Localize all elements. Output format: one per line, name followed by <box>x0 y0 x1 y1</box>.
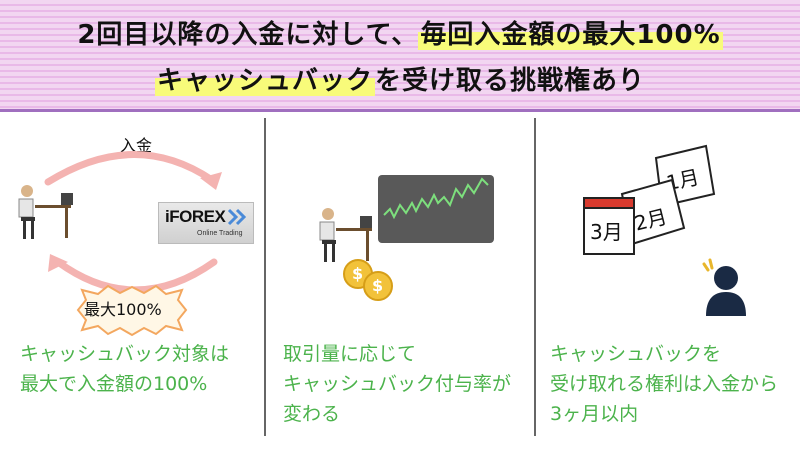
coin-symbol-2: $ <box>372 276 384 295</box>
person-silhouette-icon <box>702 258 746 316</box>
deposit-arrow-icon <box>44 151 216 186</box>
person-at-desk-icon-2 <box>319 208 372 262</box>
header-line-2-highlight: キャッシュバック <box>154 66 375 96</box>
stock-chart-icon <box>378 175 494 243</box>
panel1-caption-line2: 最大で入金額の100% <box>20 373 208 395</box>
header-banner: 2回目以降の入金に対して、毎回入金額の最大100% キャッシュバックを受け取る挑… <box>0 0 800 112</box>
deposit-arrow-head <box>200 172 222 190</box>
column-divider-left <box>264 118 266 436</box>
coin-icon <box>343 259 393 301</box>
badge-max-text: 最大100% <box>84 300 162 319</box>
panel2-caption: 取引量に応じて キャッシュバック付与率が 変わる <box>283 339 511 429</box>
header-line-2: キャッシュバックを受け取る挑戦権あり <box>0 60 800 97</box>
deposit-label: 入金 <box>120 136 153 155</box>
calendar-month-3: 3月 <box>590 220 623 244</box>
panel2-caption-line2: キャッシュバック付与率が <box>283 373 512 395</box>
stock-chart-line <box>383 177 489 220</box>
header-line-1-highlight: 毎回入金額の最大100% <box>418 20 723 50</box>
iforex-logo: iFOREX Online Trading <box>158 202 254 244</box>
panel3-caption-line3: 3ヶ月以内 <box>550 403 639 425</box>
panel2-caption-line1: 取引量に応じて <box>283 343 417 365</box>
panel3-caption-line1: キャッシュバックを <box>550 343 722 365</box>
person-at-desk-icon <box>18 185 73 239</box>
panel3-caption: キャッシュバックを 受け取れる権利は入金から 3ヶ月以内 <box>550 339 778 429</box>
panel3-caption-line2: 受け取れる権利は入金から <box>550 373 779 395</box>
iforex-logo-subtitle: Online Trading <box>197 230 243 237</box>
panel1-caption: キャッシュバック対象は 最大で入金額の100% <box>20 339 229 399</box>
calendar-icon-mar <box>583 197 635 255</box>
chevron-logo-icon <box>227 208 247 226</box>
coin-symbol-1: $ <box>352 264 364 283</box>
column-divider-right <box>534 118 536 436</box>
header-line-1: 2回目以降の入金に対して、毎回入金額の最大100% <box>0 14 800 51</box>
header-line-1-prefix: 2回目以降の入金に対して、 <box>77 20 419 50</box>
burst-badge-icon <box>76 284 188 337</box>
panel1-caption-line1: キャッシュバック対象は <box>20 343 230 365</box>
header-line-2-suffix: を受け取る挑戦権あり <box>375 66 646 96</box>
panel2-caption-line3: 変わる <box>283 403 341 425</box>
cashback-arrow-head <box>48 254 68 272</box>
iforex-logo-text: iFOREX <box>165 207 226 226</box>
